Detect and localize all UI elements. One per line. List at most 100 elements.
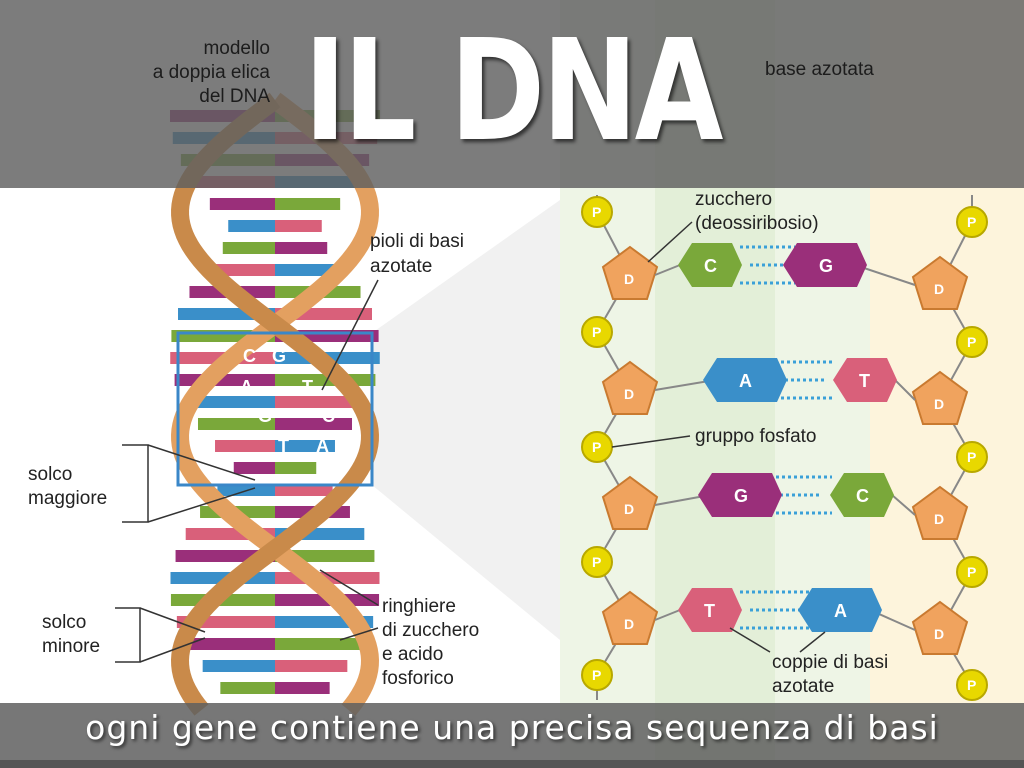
phosphate-group: P bbox=[956, 441, 988, 473]
label-major-groove: solco bbox=[28, 464, 72, 485]
phosphate-symbol: P bbox=[967, 449, 976, 465]
sugar-symbol: D bbox=[624, 501, 634, 517]
phosphate-symbol: P bbox=[967, 334, 976, 350]
zoom-base-letter: C bbox=[322, 406, 335, 426]
base-rung bbox=[187, 638, 275, 650]
base-rung bbox=[220, 682, 275, 694]
deoxyribose-sugar: D bbox=[601, 360, 659, 415]
phosphate-symbol: P bbox=[592, 667, 601, 683]
base-T: T bbox=[678, 588, 742, 632]
base-rung bbox=[275, 660, 348, 672]
base-rung bbox=[275, 198, 341, 210]
base-rung bbox=[275, 484, 333, 496]
sugar-symbol: D bbox=[624, 271, 634, 287]
base-rung bbox=[233, 462, 275, 474]
base-rung bbox=[215, 440, 275, 452]
label-minor-groove: minore bbox=[42, 636, 100, 657]
sugar-symbol: D bbox=[934, 281, 944, 297]
hydrogen-bonds bbox=[770, 475, 832, 515]
sugar-symbol: D bbox=[624, 616, 634, 632]
base-letter: C bbox=[704, 256, 717, 276]
zoom-base-letter: T bbox=[278, 436, 289, 456]
double-helix bbox=[170, 92, 380, 716]
label-base-pairs: azotate bbox=[772, 676, 834, 697]
base-rung bbox=[275, 418, 353, 430]
phosphate-group: P bbox=[581, 196, 613, 228]
base-rung bbox=[197, 418, 275, 430]
phosphate-group: P bbox=[956, 669, 988, 701]
deoxyribose-sugar: D bbox=[601, 590, 659, 645]
phosphate-symbol: P bbox=[592, 204, 601, 220]
base-A: A bbox=[798, 588, 882, 632]
zoom-base-letter: C bbox=[243, 346, 256, 366]
label-sugar: (deossiribosio) bbox=[695, 213, 819, 234]
phosphate-group: P bbox=[581, 431, 613, 463]
base-rung bbox=[275, 242, 328, 254]
base-T: T bbox=[833, 358, 897, 402]
label-rungs: pioli di basi bbox=[370, 231, 464, 252]
base-letter: T bbox=[704, 601, 715, 621]
caption-bar bbox=[0, 703, 1024, 760]
base-letter: G bbox=[819, 256, 833, 276]
base-letter: C bbox=[856, 486, 869, 506]
deoxyribose-sugar: D bbox=[601, 245, 659, 300]
base-G: G bbox=[783, 243, 867, 287]
base-rung bbox=[275, 396, 366, 408]
deoxyribose-sugar: D bbox=[911, 600, 969, 655]
base-rung bbox=[275, 638, 363, 650]
base-rung bbox=[222, 242, 275, 254]
zoom-projection bbox=[372, 200, 560, 640]
phosphate-group: P bbox=[581, 659, 613, 691]
base-letter: A bbox=[739, 371, 752, 391]
major-groove-bracket bbox=[122, 444, 256, 523]
slide-caption: ogni gene contiene una precisa sequenza … bbox=[85, 708, 939, 747]
base-rung bbox=[275, 682, 330, 694]
base-letter: A bbox=[834, 601, 847, 621]
hydrogen-bonds bbox=[775, 360, 835, 400]
deoxyribose-sugar: D bbox=[911, 370, 969, 425]
zoom-base-letter: A bbox=[316, 436, 329, 456]
sugar-symbol: D bbox=[934, 396, 944, 412]
base-rung bbox=[184, 396, 275, 408]
phosphate-symbol: P bbox=[592, 554, 601, 570]
zoom-base-letter: A bbox=[240, 377, 253, 397]
base-rung bbox=[275, 220, 322, 232]
zoom-box bbox=[176, 331, 374, 487]
phosphate-group: P bbox=[581, 316, 613, 348]
zoom-base-letter: T bbox=[302, 377, 313, 397]
sugar-symbol: D bbox=[624, 386, 634, 402]
label-minor-groove: solco bbox=[42, 612, 86, 633]
base-A: A bbox=[703, 358, 787, 402]
sugar-phosphate-ribbon bbox=[171, 92, 379, 716]
phosphate-group: P bbox=[956, 556, 988, 588]
base-G: G bbox=[698, 473, 782, 517]
base-rung bbox=[217, 484, 275, 496]
base-C: C bbox=[830, 473, 894, 517]
label-rails: ringhiere bbox=[382, 596, 456, 617]
base-rung bbox=[275, 462, 317, 474]
slide-title: IL DNA bbox=[303, 10, 724, 173]
label-major-groove: maggiore bbox=[28, 488, 107, 509]
label-rails: e acido bbox=[382, 644, 443, 665]
zoom-base-letter: G bbox=[258, 406, 272, 426]
label-sugar: zucchero bbox=[695, 189, 772, 210]
label-rungs: azotate bbox=[370, 256, 432, 277]
phosphate-symbol: P bbox=[592, 324, 601, 340]
base-rung bbox=[228, 220, 275, 232]
base-C: C bbox=[678, 243, 742, 287]
base-rung bbox=[209, 198, 275, 210]
base-rung bbox=[275, 440, 335, 452]
nucleotide-detail: P P P P P P P P P P D D D D D D D D C G A T G C T A bbox=[581, 195, 988, 701]
phosphate-symbol: P bbox=[967, 677, 976, 693]
minor-groove-bracket bbox=[115, 607, 206, 663]
deoxyribose-sugar: D bbox=[911, 255, 969, 310]
sugar-symbol: D bbox=[934, 626, 944, 642]
deoxyribose-sugar: D bbox=[601, 475, 659, 530]
phosphate-group: P bbox=[581, 546, 613, 578]
title-bar bbox=[0, 0, 1024, 188]
label-phosphate: gruppo fosfato bbox=[695, 426, 816, 447]
slide-bottom-edge bbox=[0, 760, 1024, 768]
sugar-symbol: D bbox=[934, 511, 944, 527]
phosphate-group: P bbox=[956, 206, 988, 238]
